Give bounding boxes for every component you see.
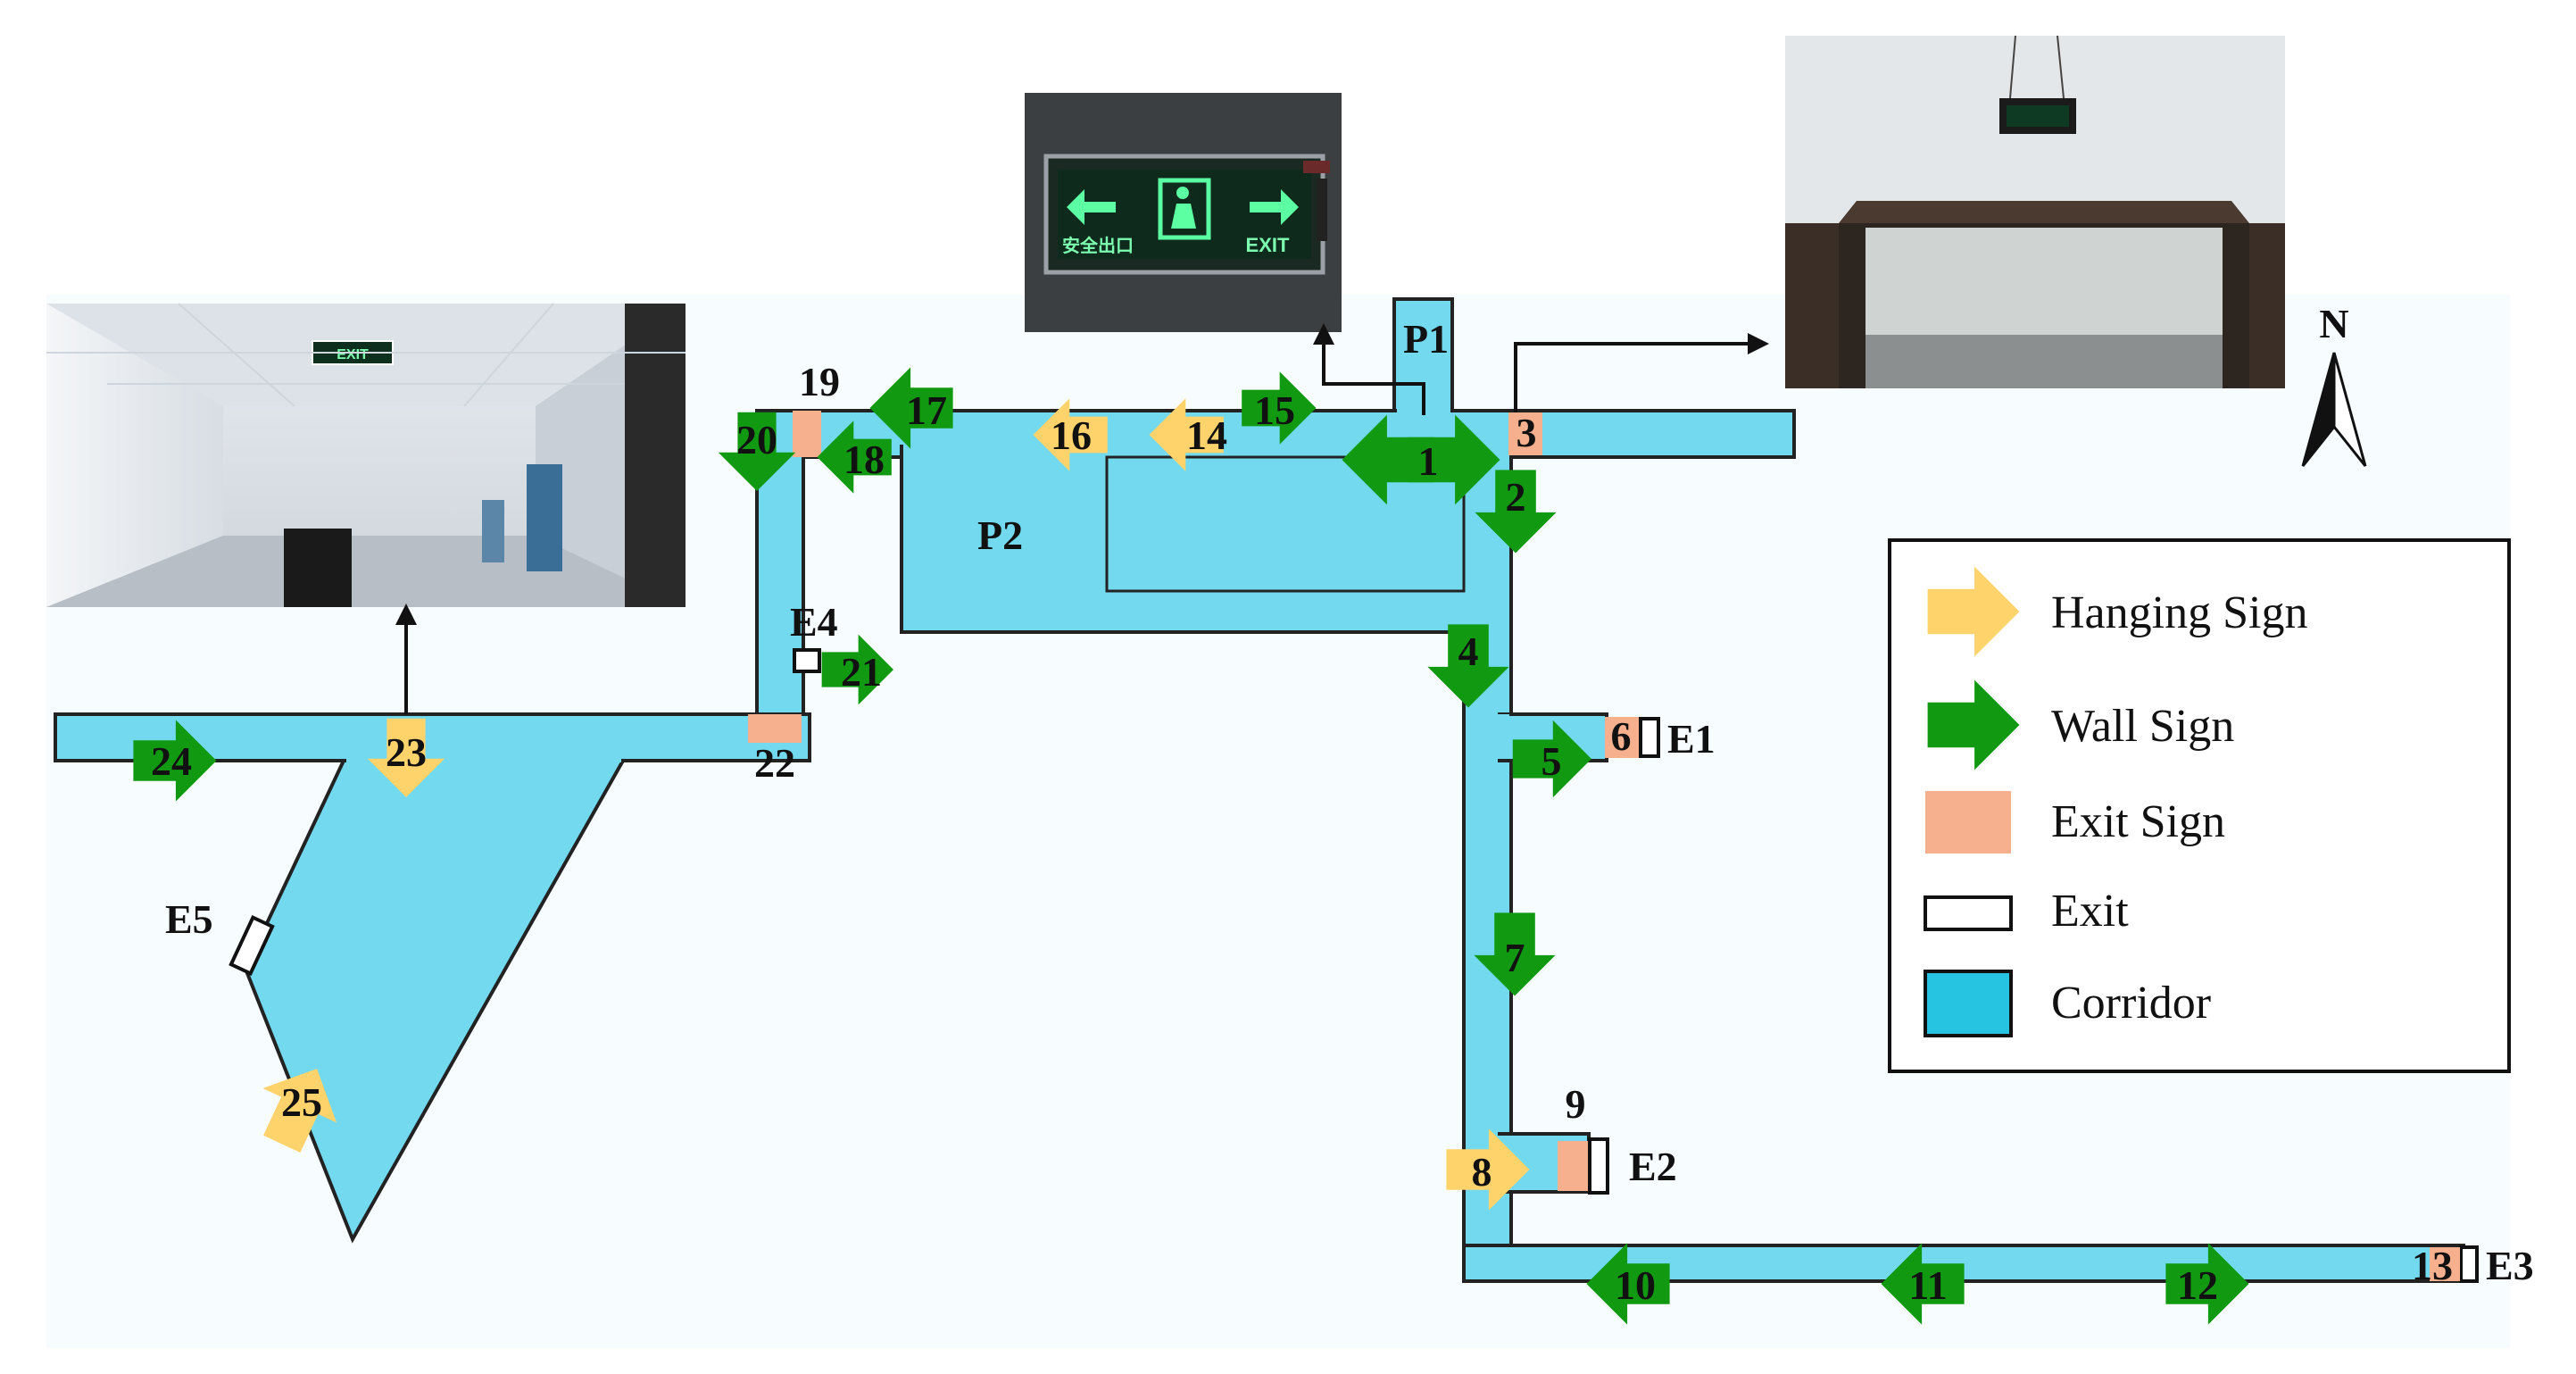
- exit-e2: [1588, 1137, 1609, 1195]
- exit-e3: [2459, 1245, 2479, 1283]
- sign-number-1: 1: [1418, 438, 1439, 484]
- sign-number-25: 25: [281, 1079, 322, 1125]
- photo-corridor-sign-text: EXIT: [337, 347, 369, 362]
- exit-signs: [748, 411, 2460, 1281]
- sign-number-13: 13: [2412, 1243, 2453, 1288]
- label-e4: E4: [790, 599, 838, 645]
- sign-number-14: 14: [1186, 412, 1227, 458]
- exit-e5: [229, 914, 275, 977]
- sign-number-11: 11: [1908, 1262, 1947, 1308]
- exit-sign-6: [1605, 717, 1639, 758]
- area-labels: P1 P2 E1 E2 E3 E4 E5: [165, 316, 2534, 1288]
- exit-sign-3: [1508, 412, 1542, 455]
- label-e5: E5: [165, 896, 213, 942]
- photo-leader-heads: [395, 323, 1769, 625]
- label-p1: P1: [1403, 316, 1449, 362]
- sign-number-23: 23: [386, 729, 427, 775]
- north-label: N: [2319, 301, 2348, 346]
- legend-corridor-label: Corridor: [2051, 978, 2211, 1028]
- photo-sign-exit-text: EXIT: [1246, 234, 1290, 256]
- sign-number-8: 8: [1472, 1149, 1492, 1195]
- sign-number-21: 21: [841, 649, 882, 695]
- sign-number-6: 6: [1611, 713, 1632, 759]
- sign-number-18: 18: [843, 437, 885, 482]
- label-e1: E1: [1667, 716, 1716, 762]
- legend-exit-sign-label: Exit Sign: [2051, 796, 2225, 847]
- legend-exit-icon: [1924, 895, 2013, 931]
- sign-number-10: 10: [1615, 1262, 1656, 1308]
- legend-hanging-label: Hanging Sign: [2051, 587, 2307, 638]
- exit-sign-19: [793, 411, 821, 457]
- photo-door-hanging-sign: [1785, 35, 2285, 388]
- legend-wall-label: Wall Sign: [2051, 701, 2234, 752]
- sign-number-15: 15: [1254, 387, 1295, 433]
- legend-exit-sign-icon: [1925, 791, 2011, 854]
- sign-number-22: 22: [754, 740, 795, 786]
- sign-number-4: 4: [1458, 629, 1479, 674]
- legend-corridor-icon: [1924, 970, 2013, 1037]
- photo-corridor: EXIT: [46, 303, 686, 607]
- exit-e4: [793, 648, 821, 673]
- sign-number-20: 20: [736, 417, 777, 462]
- north-arrow: N: [2301, 301, 2367, 467]
- sign-number-12: 12: [2177, 1262, 2218, 1308]
- sign-number-7: 7: [1505, 935, 1525, 980]
- photo-leaders: [404, 339, 1749, 714]
- exit-sign-13: [2430, 1247, 2460, 1281]
- sign-number-16: 16: [1051, 412, 1092, 458]
- label-e3: E3: [2486, 1243, 2534, 1288]
- sign-numbers: 1 2 3 4 5 6 7 8 9 10 11 12 13 14 15 16 1…: [151, 359, 2453, 1308]
- sign-number-9: 9: [1566, 1081, 1586, 1127]
- photo-sign-closeup: 安全出口 EXIT: [1025, 93, 1342, 332]
- exit-sign-22: [748, 714, 802, 743]
- legend-exit-label: Exit: [2051, 886, 2129, 937]
- exit-e1: [1639, 717, 1660, 758]
- sign-number-5: 5: [1541, 738, 1562, 784]
- sign-number-2: 2: [1506, 474, 1526, 520]
- sign-number-19: 19: [799, 359, 840, 404]
- label-e2: E2: [1629, 1144, 1677, 1189]
- label-p2: P2: [977, 512, 1023, 558]
- sign-number-3: 3: [1517, 410, 1537, 455]
- exit-sign-9: [1558, 1141, 1588, 1191]
- photo-sign-chinese-text: 安全出口: [1062, 235, 1134, 256]
- legend: Hanging Sign Wall Sign Exit Sign Exit Co…: [1888, 538, 2511, 1073]
- sign-number-17: 17: [906, 387, 947, 433]
- sign-number-24: 24: [151, 738, 192, 784]
- exits: [229, 648, 2479, 1283]
